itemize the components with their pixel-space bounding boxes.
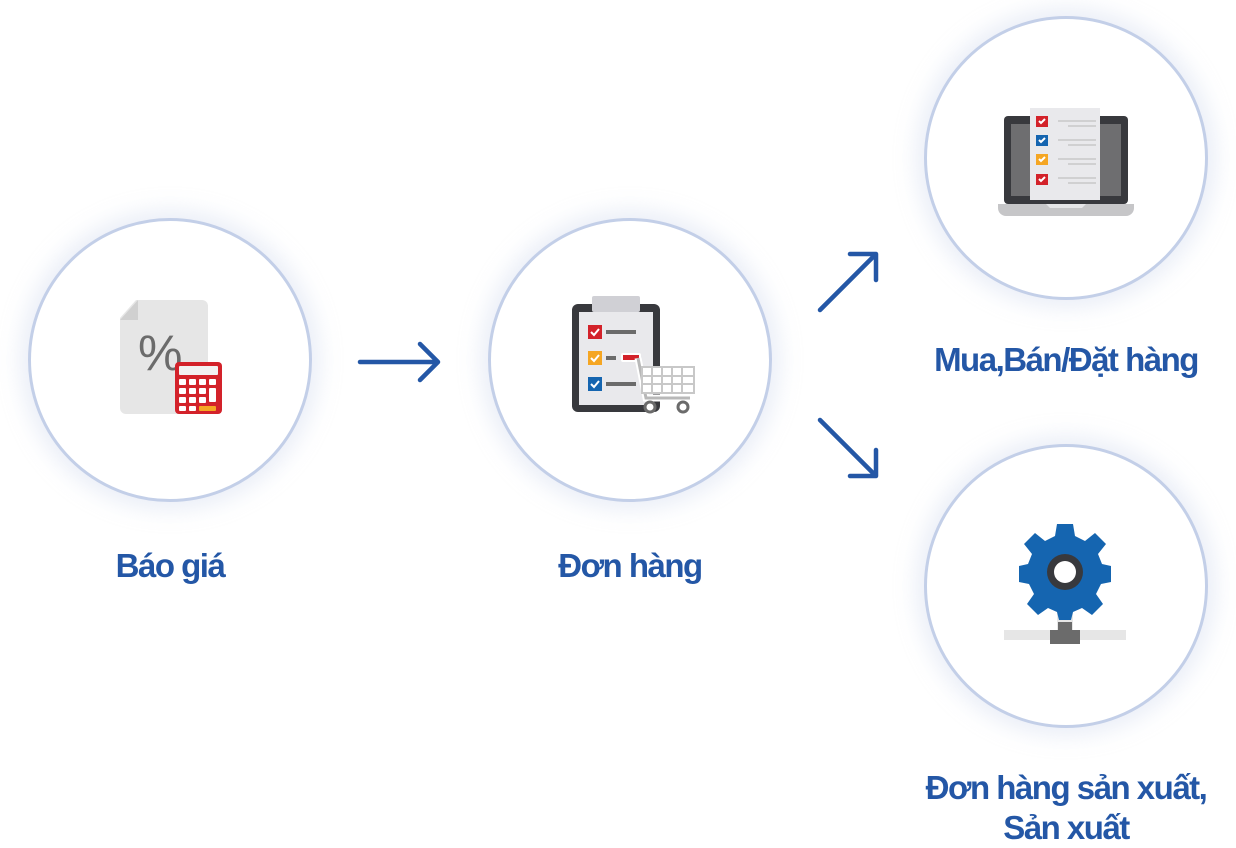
- laptop-checklist-icon: [998, 108, 1134, 216]
- step-label-order: Đơn hàng: [558, 547, 703, 584]
- arrow-up-right-icon: [817, 251, 879, 313]
- step-label-production: Đơn hàng sản xuất, Sản xuất: [890, 768, 1236, 848]
- step-label-purchase-sales: Mua,Bán/Đặt hàng: [934, 341, 1199, 378]
- step-label-production-line1: Đơn hàng sản xuất,: [925, 769, 1208, 806]
- arrow-right-icon: [357, 341, 441, 383]
- step-circle-purchase-sales: [924, 16, 1208, 300]
- order-clipboard-cart-icon: [572, 296, 695, 414]
- production-gear-icon: [1004, 524, 1126, 644]
- step-label-quote: Báo giá: [115, 547, 226, 584]
- step-label-production-line2: Sản xuất: [1003, 809, 1130, 846]
- step-circle-order: [488, 218, 772, 502]
- quote-calculator-icon: %: [120, 300, 222, 414]
- arrow-down-right-icon: [817, 417, 879, 479]
